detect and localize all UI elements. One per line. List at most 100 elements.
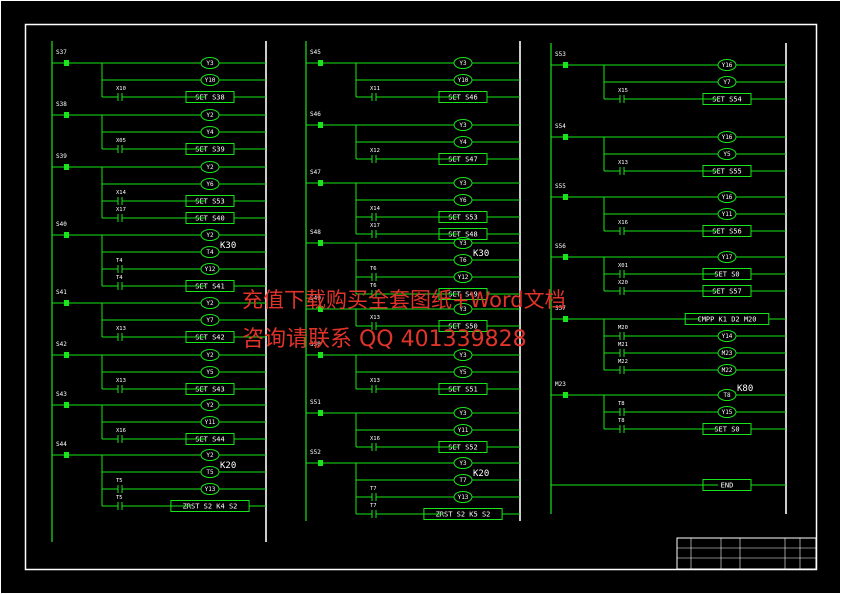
timer-constant: K30 [220, 241, 236, 251]
coil-label: Y5 [723, 151, 731, 158]
contact-label: X17 [116, 207, 126, 213]
instruction-label: CMPP K1 D2 M20 [697, 316, 756, 324]
step-label: S52 [310, 449, 321, 456]
coil-label: Y2 [206, 352, 214, 359]
step-label: S48 [310, 229, 321, 236]
coil-label: Y3 [206, 60, 214, 67]
coil-label: Y3 [459, 60, 467, 67]
instruction-label: SET S55 [712, 168, 742, 176]
coil-label: Y3 [459, 460, 467, 467]
instruction-label: SET S46 [448, 94, 478, 102]
contact-label: M21 [618, 342, 628, 348]
coil-label: Y13 [458, 494, 469, 501]
timer-constant: K30 [473, 249, 489, 259]
step-label: S49 [310, 295, 321, 302]
coil-label: Y3 [459, 352, 467, 359]
instruction-label: SET S47 [448, 156, 478, 164]
contact-label: T5 [116, 495, 123, 501]
step-label: S45 [310, 49, 321, 56]
coil-label: Y16 [722, 194, 733, 201]
instruction-label: SET S50 [448, 323, 478, 331]
contact-label: T8 [618, 418, 625, 424]
coil-label: T7 [459, 477, 467, 484]
contact-label: X13 [618, 160, 628, 166]
coil-label: Y7 [206, 317, 214, 324]
instruction-label: SET S39 [195, 146, 225, 154]
instruction-label: SET S42 [195, 334, 225, 342]
coil-label: M22 [722, 367, 733, 374]
coil-label: Y14 [722, 333, 733, 340]
contact-label: X14 [370, 206, 381, 212]
coil-label: Y15 [722, 409, 733, 416]
contact-label: X05 [116, 138, 126, 144]
coil-label: Y3 [459, 306, 467, 313]
watermark-line-2: 咨询请联系 QQ 401339828 [242, 327, 527, 352]
coil-label: M23 [722, 350, 733, 357]
step-label: S55 [555, 183, 566, 190]
coil-label: Y10 [205, 77, 216, 84]
coil-label: Y5 [206, 369, 214, 376]
instruction-label: ZRST S2 K5 S2 [436, 511, 491, 519]
instruction-label: END [721, 482, 734, 490]
step-label: M23 [555, 381, 566, 388]
coil-label: Y3 [459, 122, 467, 129]
timer-constant: K80 [737, 384, 753, 394]
coil-label: Y2 [206, 452, 214, 459]
coil-label: Y3 [459, 410, 467, 417]
coil-label: Y2 [206, 402, 214, 409]
contact-label: T7 [370, 486, 377, 492]
coil-label: Y4 [206, 129, 214, 136]
coil-label: Y12 [458, 274, 469, 281]
contact-label: X10 [116, 86, 126, 92]
coil-label: Y5 [459, 369, 467, 376]
contact-label: T6 [370, 266, 377, 272]
step-label: S54 [555, 123, 566, 130]
contact-label: X16 [116, 428, 126, 434]
contact-label: T8 [618, 401, 625, 407]
contact-label: T4 [116, 258, 123, 264]
coil-label: Y2 [206, 112, 214, 119]
coil-label: Y17 [722, 254, 733, 261]
contact-label: X13 [116, 326, 126, 332]
instruction-label: SET S53 [195, 198, 225, 206]
timer-constant: K20 [220, 461, 236, 471]
contact-label: T6 [370, 283, 377, 289]
instruction-label: SET S57 [712, 288, 742, 296]
coil-label: T4 [206, 249, 214, 256]
contact-label: T7 [370, 503, 377, 509]
step-label: S38 [56, 101, 67, 108]
instruction-label: SET S54 [712, 96, 742, 104]
instruction-label: SET S0 [714, 271, 739, 279]
step-label: S39 [56, 153, 67, 160]
contact-label: X13 [116, 378, 126, 384]
coil-label: T5 [206, 469, 214, 476]
instruction-label: SET S38 [195, 94, 225, 102]
instruction-label: SET S41 [195, 283, 225, 291]
coil-label: Y3 [459, 240, 467, 247]
contact-label: X16 [370, 436, 380, 442]
coil-label: Y13 [205, 486, 216, 493]
step-label: S57 [555, 305, 566, 312]
drawing-border [24, 23, 818, 571]
step-label: S43 [56, 391, 67, 398]
contact-label: M20 [618, 325, 628, 331]
instruction-label: SET S48 [448, 231, 478, 239]
step-label: S51 [310, 399, 321, 406]
step-label: S56 [555, 243, 566, 250]
coil-label: Y16 [722, 134, 733, 141]
instruction-label: SET S44 [195, 436, 225, 444]
coil-label: Y3 [459, 180, 467, 187]
instruction-label: SET S56 [712, 228, 742, 236]
coil-label: T6 [459, 257, 467, 264]
step-label: S46 [310, 111, 321, 118]
instruction-label: SET S49 [448, 291, 478, 299]
coil-label: Y12 [205, 266, 216, 273]
contact-label: M22 [618, 359, 628, 365]
instruction-label: SET S52 [448, 444, 478, 452]
step-label: S50 [310, 341, 321, 348]
coil-label: Y2 [206, 164, 214, 171]
instruction-label: SET S53 [448, 214, 478, 222]
instruction-label: SET S0 [714, 426, 739, 434]
contact-label: X12 [370, 148, 380, 154]
